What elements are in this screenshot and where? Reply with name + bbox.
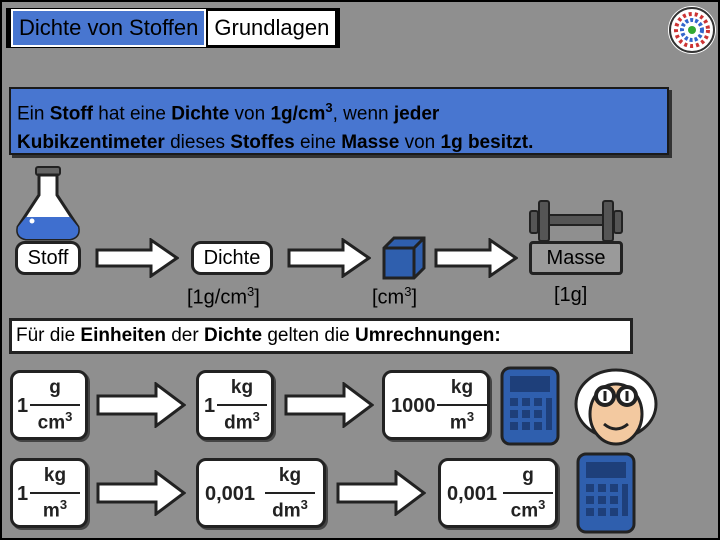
notice-run: Einheiten (80, 325, 166, 346)
definition-run: hat eine (93, 103, 172, 125)
formula-g-per-cm3: 1 g cm3 (10, 370, 88, 440)
dumbbell-icon (528, 195, 624, 245)
definition-run: Ein (17, 103, 50, 125)
arrow-right-icon (336, 469, 427, 517)
formula-0001-kg-per-dm3: 0,001 kg dm3 (196, 458, 326, 528)
calculator-icon (500, 366, 560, 446)
definition-run: 3 (325, 100, 333, 115)
flask-icon (12, 165, 84, 245)
definition-run: Masse (341, 132, 400, 154)
logo-icon (668, 6, 716, 54)
arrow-right-icon (96, 381, 187, 429)
arrow-right-icon (287, 237, 372, 279)
definition-run: Stoff (49, 103, 94, 125)
volume-unit: [cm3] (372, 284, 418, 309)
notice-run: Umrechnungen: (355, 325, 501, 346)
stoff-label: Stoff (15, 241, 81, 275)
dichte-label: Dichte (191, 241, 273, 275)
definition-line-1: Ein Stoff hat eine Dichte von 1g/cm3, we… (17, 93, 661, 128)
title-sub: Grundlagen (208, 11, 336, 45)
definition-run: 1g/cm (270, 103, 326, 125)
notice-run: Für die (16, 325, 81, 346)
formula-kg-per-dm3: 1 kg dm3 (196, 370, 274, 440)
arrow-right-icon (95, 237, 180, 279)
definition-run: von (399, 132, 441, 154)
formula-1000-kg-per-m3: 1000 kg m3 (382, 370, 490, 440)
notice-run: Dichte (203, 325, 263, 346)
definition-run: von (229, 103, 271, 125)
title-bar: Dichte von Stoffen Grundlagen (6, 8, 341, 48)
definition-run: 1g besitzt. (440, 132, 534, 154)
formula-0001-g-per-cm3: 0,001 g cm3 (438, 458, 558, 528)
notice-run: gelten die (262, 325, 356, 346)
title-main: Dichte von Stoffen (11, 9, 207, 47)
arrow-right-icon (96, 469, 187, 517)
definition-run: Dichte (171, 103, 230, 125)
notice-run: der (165, 325, 204, 346)
formula-kg-per-m3: 1 kg m3 (10, 458, 88, 528)
definition-run: eine (294, 132, 342, 154)
calculator-icon (576, 452, 636, 534)
definition-run: Kubikzentimeter (17, 132, 165, 154)
definition-run: , wenn (332, 103, 394, 125)
arrow-right-icon (284, 381, 375, 429)
definition-run: jeder (393, 103, 440, 125)
definition-run: dieses (164, 132, 231, 154)
cube-icon (382, 236, 426, 280)
conversion-notice: Für die Einheiten der Dichte gelten die … (9, 318, 633, 354)
definition-run: Stoffes (230, 132, 295, 154)
masse-label: Masse (546, 247, 606, 269)
definition-line-2: Kubikzentimeter dieses Stoffes eine Mass… (17, 128, 661, 157)
professor-icon (566, 362, 666, 452)
dichte-unit: [1g/cm3] (187, 284, 260, 309)
definition-box: Ein Stoff hat eine Dichte von 1g/cm3, we… (9, 87, 669, 155)
arrow-right-icon (434, 237, 519, 279)
masse-box: Masse (529, 241, 623, 275)
masse-unit: [1g] (554, 284, 588, 306)
